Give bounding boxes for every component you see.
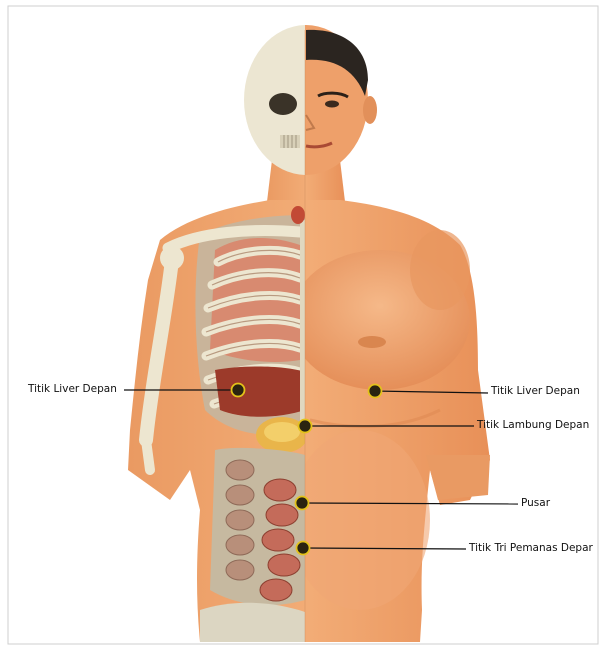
right-liver-point xyxy=(369,385,382,398)
right-liver-label: Titik Liver Depan xyxy=(491,385,580,397)
stomach-label: Titik Lambung Depan xyxy=(477,419,589,431)
left-liver-point xyxy=(232,384,245,397)
stomach-point xyxy=(299,420,312,433)
triple-heater-point xyxy=(297,542,310,555)
triple-heater-label: Titik Tri Pemanas Depar xyxy=(469,542,593,554)
navel-label: Pusar xyxy=(521,497,550,509)
navel-point xyxy=(296,497,309,510)
left-liver-label: Titik Liver Depan xyxy=(28,383,117,395)
